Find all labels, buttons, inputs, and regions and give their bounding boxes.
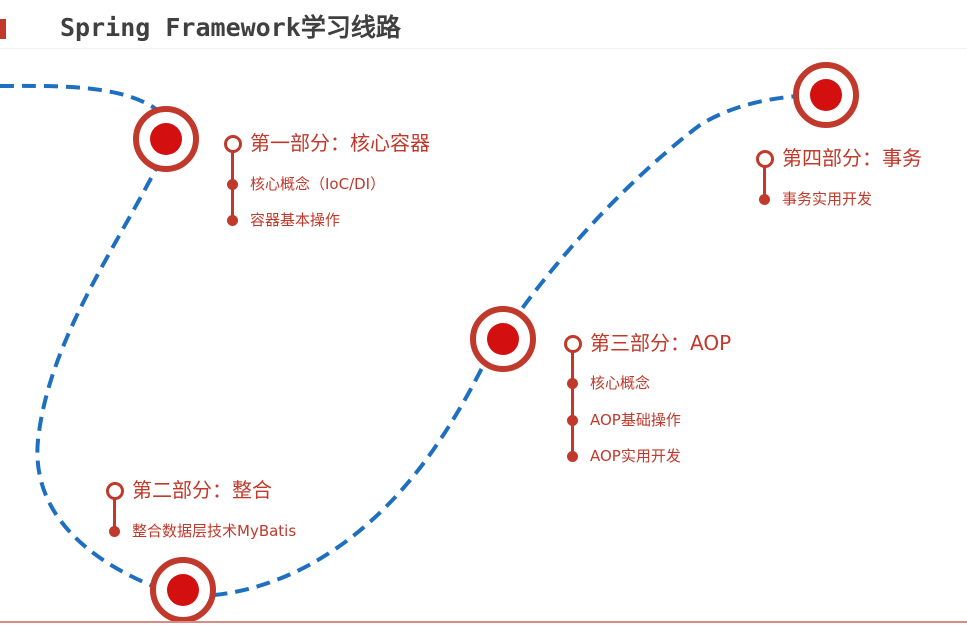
ring-marker-icon [106, 482, 124, 500]
section-title: 第二部分：整合 [132, 478, 272, 502]
target-milestone-icon [150, 557, 216, 623]
title-accent-bar [0, 19, 6, 39]
section-core-container: 第一部分：核心容器 核心概念（IoC/DI） 容器基本操作 [224, 130, 484, 240]
bullet-dot-icon [567, 415, 578, 426]
section-title: 第三部分：AOP [590, 331, 732, 355]
bullet-dot-icon [567, 451, 578, 462]
section-title: 第一部分：核心容器 [250, 131, 430, 155]
page-title: Spring Framework学习线路 [60, 13, 401, 42]
bullet-dot-icon [109, 526, 120, 537]
ring-marker-icon [224, 135, 242, 153]
ring-marker-icon [756, 150, 774, 168]
list-item-label: 核心概念 [590, 374, 651, 392]
bullet-dot-icon [567, 378, 578, 389]
title-divider [0, 48, 967, 49]
bullet-dot-icon [227, 179, 238, 190]
section-title: 第四部分：事务 [782, 146, 922, 170]
bullet-dot-icon [227, 215, 238, 226]
target-milestone-icon [793, 62, 859, 128]
list-item-label: 核心概念（IoC/DI） [250, 175, 386, 193]
section-transaction: 第四部分：事务 事务实用开发 [756, 145, 961, 215]
target-milestone-icon [470, 306, 536, 372]
learning-path-curve [0, 83, 827, 599]
bullet-dot-icon [759, 194, 770, 205]
section-stem [113, 495, 116, 535]
ring-marker-icon [564, 335, 582, 353]
target-milestone-icon [133, 106, 199, 172]
section-integration: 第二部分：整合 整合数据层技术MyBatis [106, 477, 366, 547]
list-item-label: 事务实用开发 [782, 190, 873, 208]
section-aop: 第三部分：AOP 核心概念 AOP基础操作 AOP实用开发 [564, 330, 784, 470]
list-item-label: AOP实用开发 [590, 447, 681, 465]
list-item-label: 容器基本操作 [250, 211, 341, 229]
list-item-label: AOP基础操作 [590, 411, 681, 429]
section-stem [763, 163, 766, 199]
section-stem [571, 348, 574, 458]
list-item-label: 整合数据层技术MyBatis [132, 522, 297, 540]
footer-divider [0, 621, 967, 623]
